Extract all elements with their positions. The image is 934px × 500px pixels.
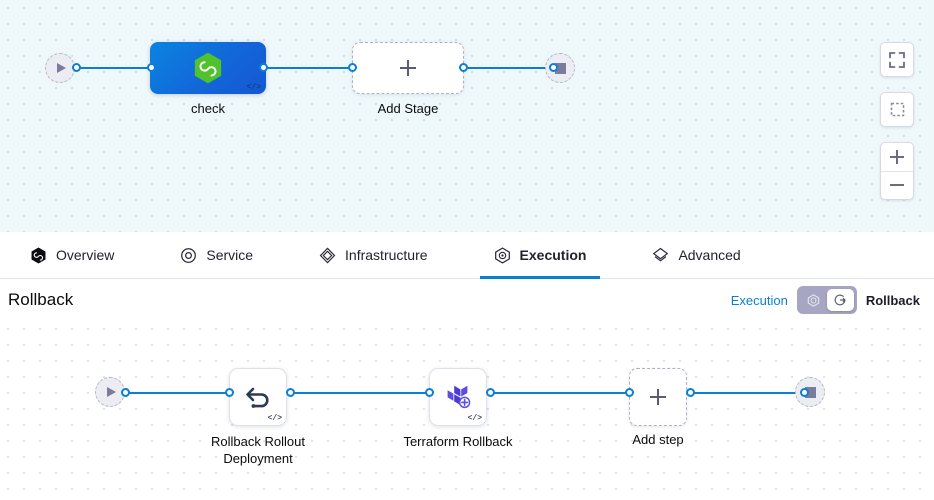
stage-label: check	[191, 101, 225, 116]
terraform-icon	[447, 385, 471, 409]
rollback-mode-label[interactable]: Rollback	[865, 292, 920, 308]
overview-hexagon-icon	[31, 247, 46, 263]
step-node-rollback-rollout-deployment[interactable]: </> Rollback Rollout Deployment	[211, 368, 305, 466]
connector-line	[490, 392, 630, 394]
advanced-layers-icon	[653, 247, 669, 262]
stage-config-tabs[interactable]: Overview Service Infrastructure Executio…	[0, 232, 934, 279]
connector-dot	[549, 63, 558, 72]
connector-dot	[147, 63, 156, 72]
zoom-in-button[interactable]	[881, 143, 913, 172]
plus-icon	[400, 60, 416, 76]
connector-dot	[800, 388, 809, 397]
tab-advanced[interactable]: Advanced	[638, 232, 754, 278]
plus-icon	[890, 149, 904, 164]
connector-dot	[121, 388, 130, 397]
connector-line	[460, 67, 553, 69]
step-node-terraform-rollback[interactable]: </> Terraform Rollback	[403, 368, 513, 449]
harness-hexagon-icon	[194, 52, 222, 84]
pipeline-stage-canvas[interactable]: </> check Add Stage	[0, 0, 934, 232]
connector-dot	[72, 63, 81, 72]
connector-line	[263, 67, 356, 69]
step-label: Terraform Rollback	[403, 434, 513, 449]
connector-line	[290, 392, 430, 394]
fit-screen-icon	[889, 51, 905, 68]
execution-rollback-toggle[interactable]	[796, 286, 857, 314]
rollback-header: Rollback Execution Rollback	[0, 279, 934, 321]
rollback-end-node[interactable]	[795, 377, 825, 407]
tab-infrastructure[interactable]: Infrastructure	[305, 232, 441, 278]
play-icon	[107, 387, 116, 397]
tab-label: Execution	[519, 247, 587, 263]
connector-dot	[425, 388, 434, 397]
code-badge-icon: </>	[467, 414, 482, 423]
zoom-out-button[interactable]	[881, 172, 913, 200]
stage-node-check[interactable]: </> check	[150, 42, 266, 116]
zoom-controls[interactable]	[880, 142, 914, 200]
service-target-icon	[181, 247, 197, 263]
connector-dot	[225, 388, 234, 397]
connector-dot	[286, 388, 295, 397]
connector-dot	[625, 388, 634, 397]
connector-dot	[459, 63, 468, 72]
rollback-rotate-icon	[834, 294, 846, 306]
toggle-segment-execution[interactable]	[800, 289, 827, 311]
connector-line	[75, 67, 155, 69]
connector-dot	[259, 63, 268, 72]
tab-label: Infrastructure	[345, 247, 428, 263]
execution-icon	[807, 293, 820, 307]
stop-icon	[554, 62, 566, 74]
tab-label: Service	[206, 247, 254, 263]
stop-icon	[804, 386, 816, 398]
connector-dot	[686, 388, 695, 397]
tab-label: Advanced	[678, 247, 741, 263]
add-step-label: Add step	[632, 432, 684, 447]
tab-label: Overview	[56, 247, 115, 263]
add-stage-label: Add Stage	[377, 101, 439, 116]
undo-arrow-icon	[246, 387, 269, 408]
rollback-start-node[interactable]	[95, 377, 125, 407]
dashed-square-icon	[890, 102, 904, 117]
execution-icon	[494, 246, 510, 264]
page-title: Rollback	[8, 290, 74, 309]
code-badge-icon: </>	[246, 83, 261, 92]
connector-dot	[486, 388, 495, 397]
connector-line	[124, 392, 230, 394]
add-step-node[interactable]: Add step	[629, 368, 687, 447]
toggle-segment-rollback[interactable]	[826, 289, 854, 311]
connector-line	[690, 392, 805, 394]
fit-to-screen-button[interactable]	[880, 42, 914, 77]
tab-execution[interactable]: Execution	[479, 232, 601, 279]
rollback-step-canvas[interactable]: </> Rollback Rollout Deployment </> Terr…	[0, 321, 934, 500]
step-label: Rollback Rollout Deployment	[211, 434, 305, 466]
tab-service[interactable]: Service	[166, 232, 267, 278]
infrastructure-layers-icon	[319, 246, 336, 264]
execution-mode-link[interactable]: Execution	[730, 292, 788, 308]
tab-overview[interactable]: Overview	[16, 232, 128, 278]
pipeline-start-node[interactable]	[45, 53, 75, 83]
play-icon	[57, 63, 66, 73]
minus-icon	[890, 178, 904, 192]
connector-dot	[348, 63, 357, 72]
plus-icon	[650, 389, 666, 405]
code-badge-icon: </>	[267, 414, 282, 423]
add-stage-node[interactable]: Add Stage	[352, 42, 464, 116]
selection-button[interactable]	[880, 92, 914, 127]
